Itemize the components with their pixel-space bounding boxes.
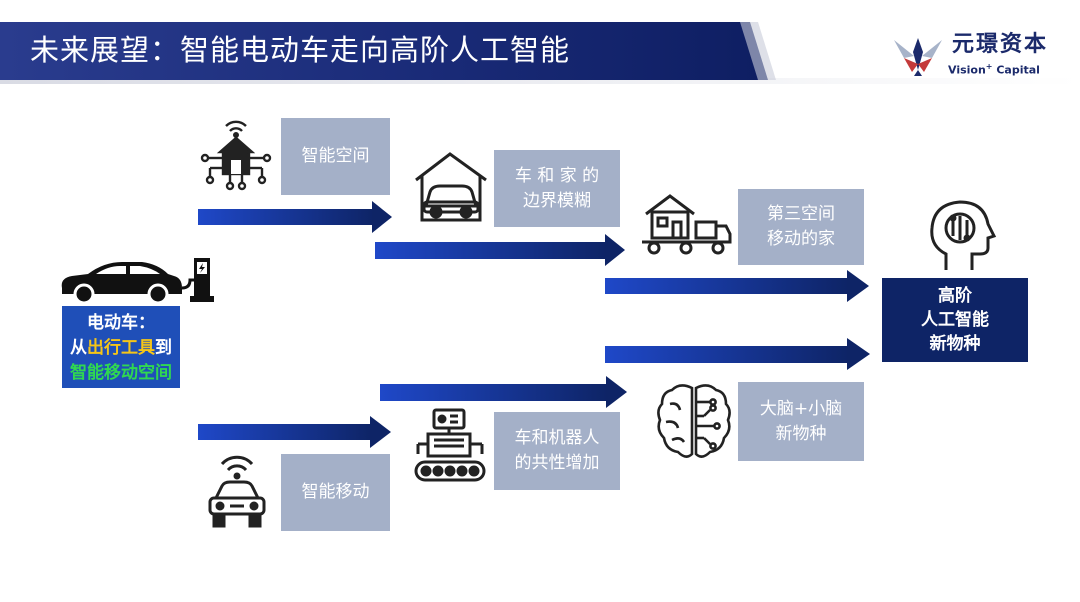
header-banner [0,22,1080,84]
label-smart-space: 智能空间 [281,118,390,195]
label-car-home-blur: 车 和 家 的边界模糊 [494,150,620,227]
arrow-car-home [375,234,625,266]
house-on-truck-icon [642,194,732,255]
goal-line-2: 人工智能 [921,310,989,330]
goal-line-3: 新物种 [929,334,981,354]
goal-box-ai: 高阶 人工智能 新物种 [882,278,1028,362]
robot-on-tracks-icon [414,408,486,482]
label-third-space: 第三空间移动的家 [738,189,864,265]
arrow-smart-mobility [198,416,391,448]
arrow-smart-space [198,201,392,233]
ai-head-icon [930,200,997,270]
circuit-brain-icon [657,384,731,458]
connected-car-icon [208,455,266,528]
start-line-3: 智能移动空间 [70,363,172,383]
page-title: 未来展望：智能电动车走向高阶人工智能 [30,33,571,67]
start-box-ev: 电动车： 从出行工具到 智能移动空间 [62,306,180,388]
goal-line-1: 高阶 [938,286,972,306]
start-line-2: 从出行工具到 [70,338,172,358]
label-brain-cerebellum: 大脑+小脑新物种 [738,382,864,461]
logo-english-name: Vision+ Capital [948,62,1040,77]
arrow-brain [605,338,870,370]
arrow-third-space [605,270,869,302]
smart-home-wifi-icon [200,120,272,191]
car-in-house-icon [415,152,487,222]
logo-chinese-name: 元璟资本 [952,32,1049,57]
arrow-car-robot [380,376,627,408]
start-line-1: 电动车： [87,313,155,333]
label-car-robot: 车和机器人的共性增加 [494,412,620,490]
label-smart-mobility: 智能移动 [281,454,390,531]
vision-capital-logo-icon [894,38,942,76]
ev-charging-car-icon [61,258,214,305]
